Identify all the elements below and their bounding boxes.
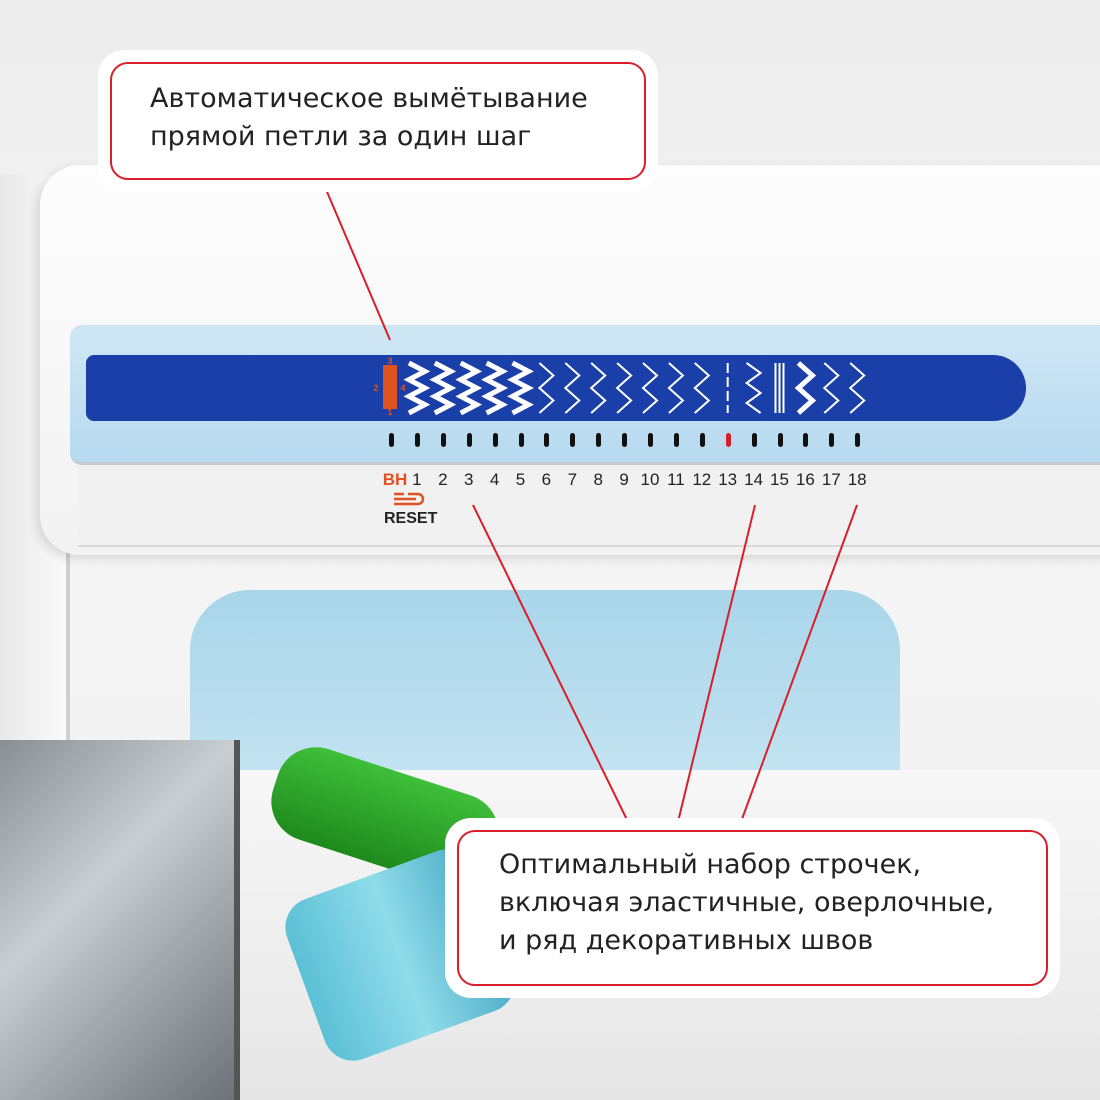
pointer-top — [321, 179, 391, 341]
indicator-stitch-17 — [829, 433, 835, 447]
callout-stitches: Оптимальный набор строчек, включая эласт… — [445, 818, 1060, 998]
indicator-stitch-10 — [648, 433, 653, 447]
stitch-number: 17 — [821, 470, 841, 489]
stitch-icon-18 — [848, 362, 866, 414]
stitch-number: 18 — [847, 470, 867, 489]
indicator-stitch-6 — [544, 433, 550, 447]
stitch-icon-1 — [403, 360, 431, 416]
indicator-stitch-3 — [466, 433, 472, 447]
stitch-icon-7 — [563, 362, 581, 414]
stitch-number: 16 — [795, 470, 815, 489]
indicator-stitch-15 — [777, 433, 783, 447]
callout-text-line: Оптимальный набор строчек, — [499, 849, 922, 880]
reset-label: RESET — [384, 510, 438, 527]
pointer-stitch-3 — [472, 504, 633, 831]
indicator-stitch-14 — [751, 433, 757, 447]
stitch-number: 3 — [463, 470, 474, 489]
buttonhole-step-number: 1 — [387, 407, 392, 417]
stitch-number: 10 — [640, 470, 660, 489]
stitch-icon-11 — [667, 362, 685, 414]
indicator-stitch-13 — [725, 433, 731, 447]
stitch-number: 5 — [515, 470, 526, 489]
stitch-icon-12 — [693, 362, 711, 414]
indicator-stitch-9 — [622, 433, 628, 447]
stitch-number: 14 — [744, 470, 764, 489]
indicator-stitch-2 — [440, 433, 446, 447]
stitch-number: 15 — [770, 470, 789, 489]
buttonhole-stitch-icon — [383, 365, 397, 409]
buttonhole-label: BH — [382, 470, 408, 489]
stitch-patterns: 3 2 4 1 — [373, 356, 866, 417]
stitch-icon-17 — [822, 362, 840, 414]
callout-text-line: и ряд декоративных швов — [499, 925, 874, 956]
stitch-pattern-bar: 3 2 4 1 — [86, 355, 1026, 421]
stitch-icon-14 — [744, 362, 763, 414]
indicator-stitch-7 — [570, 433, 576, 447]
stitch-number: 6 — [541, 470, 552, 489]
stitch-number: 7 — [567, 470, 578, 489]
stitch-icon-6 — [537, 362, 555, 414]
stitch-number: 8 — [593, 470, 603, 489]
indicator-stitch-1 — [414, 433, 420, 447]
indicator-stitch-4 — [492, 433, 498, 447]
stitch-number: 13 — [718, 470, 738, 489]
indicator-stitch-11 — [673, 433, 679, 447]
buttonhole-step-number: 3 — [387, 356, 392, 366]
stitch-number-strip — [78, 465, 1100, 547]
stitch-icon-3 — [455, 360, 483, 416]
stitch-number: 11 — [667, 470, 685, 489]
stitch-number: 12 — [692, 470, 712, 489]
buttonhole-icon — [394, 492, 425, 506]
stitch-icon-16 — [794, 361, 817, 415]
stitch-icon-8 — [589, 362, 607, 414]
callout-text-line: прямой петли за один шаг — [150, 121, 532, 152]
callout-text-line: Автоматическое вымётывание — [150, 83, 588, 114]
indicator-stitch-16 — [803, 433, 809, 447]
needle-plate — [0, 740, 240, 1100]
stitch-number: 9 — [619, 470, 629, 489]
indicator-stitch-12 — [699, 433, 705, 447]
stitch-icon-5 — [507, 360, 534, 416]
pointer-stitch-14 — [675, 504, 756, 831]
stitch-icon-10 — [641, 362, 659, 414]
callout-buttonhole: Автоматическое вымётывание прямой петли … — [98, 50, 658, 192]
stitch-icon-4 — [481, 360, 509, 416]
indicator-stitch-8 — [596, 433, 602, 447]
indicator-buttonhole — [389, 433, 394, 447]
callout-text-line: включая эластичные, оверлочные, — [499, 887, 995, 918]
indicator-stitch-5 — [518, 433, 524, 447]
stitch-icon-2 — [429, 360, 457, 416]
stitch-number: 2 — [438, 470, 448, 489]
buttonhole-step-number: 4 — [400, 383, 405, 393]
pointer-stitch-18 — [737, 504, 858, 831]
buttonhole-step-number: 2 — [373, 383, 378, 393]
stitch-number: 1 — [412, 470, 422, 489]
indicator-stitch-18 — [855, 433, 861, 447]
stitch-icon-9 — [615, 362, 633, 414]
stitch-number: 4 — [489, 470, 500, 489]
